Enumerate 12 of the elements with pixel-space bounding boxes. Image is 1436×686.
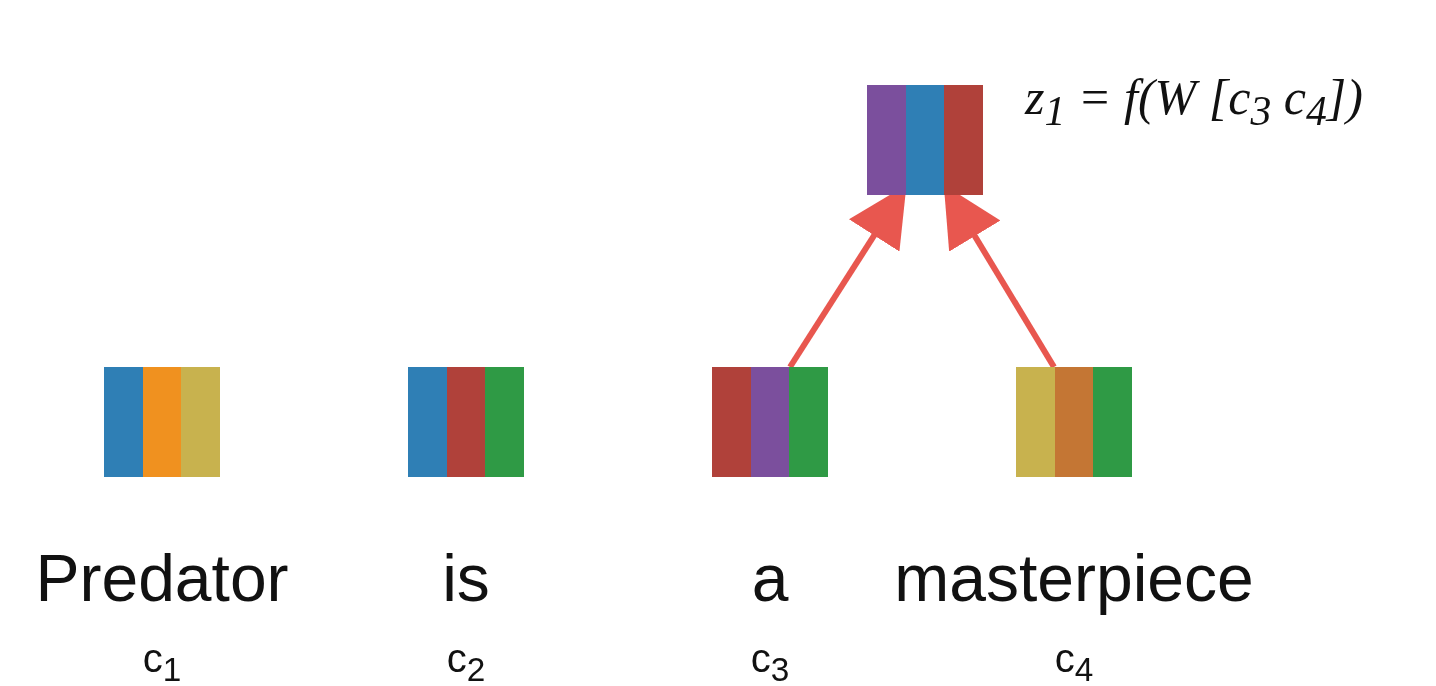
vector-bar [408, 367, 524, 477]
formula: z$_{1}$ = f(W [c$_{3}$ c$_{4}$]) [1025, 68, 1363, 135]
vector-label: c$_{4}$ [1053, 636, 1095, 686]
vector-bar [712, 367, 828, 477]
vector-label: c$_{3}$ [749, 636, 791, 686]
vector-label: c$_{1}$ [141, 636, 183, 686]
vector-bar [104, 367, 220, 477]
vector-bar [867, 85, 983, 195]
vector-bar [1016, 367, 1132, 477]
word-label: masterpiece [893, 540, 1255, 616]
vector-label: c$_{2}$ [445, 636, 487, 686]
word-label: Predator [34, 540, 290, 616]
